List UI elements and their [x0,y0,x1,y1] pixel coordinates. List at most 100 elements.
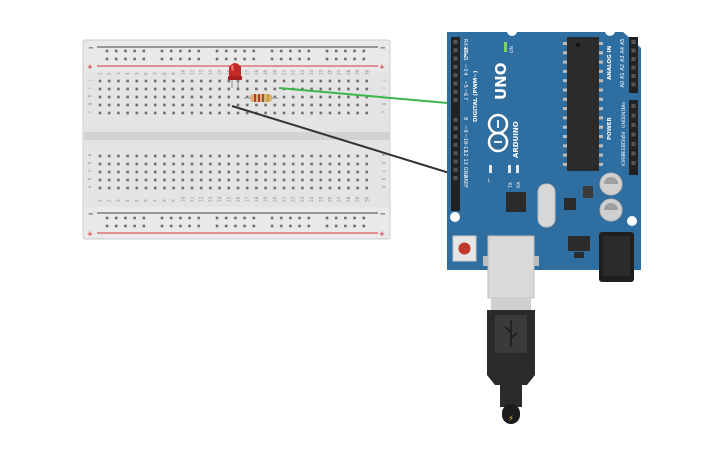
power-pin[interactable] [631,132,636,137]
rail-hole[interactable] [252,49,256,53]
digital-pin[interactable] [453,159,458,164]
breadboard-hole[interactable] [107,87,111,91]
breadboard-hole[interactable] [227,178,231,182]
breadboard-hole[interactable] [282,178,286,182]
breadboard-hole[interactable] [126,87,129,91]
rail-hole[interactable] [279,224,283,228]
rail-hole[interactable] [325,224,329,228]
breadboard-hole[interactable] [209,103,212,107]
breadboard-hole[interactable] [310,154,313,158]
breadboard-hole[interactable] [209,79,212,83]
breadboard-hole[interactable] [227,111,231,115]
breadboard-hole[interactable] [273,95,277,99]
breadboard-hole[interactable] [144,178,148,182]
breadboard-hole[interactable] [301,87,304,91]
breadboard-hole[interactable] [98,170,102,174]
breadboard-hole[interactable] [291,178,295,182]
digital-header-pins[interactable] [453,40,458,181]
rail-hole[interactable] [334,57,338,61]
breadboard-hole[interactable] [172,79,175,83]
breadboard-hole[interactable] [282,162,286,166]
breadboard-hole[interactable] [337,186,341,190]
digital-header[interactable] [451,37,460,211]
breadboard-hole[interactable] [319,95,323,99]
breadboard-hole[interactable] [181,170,185,174]
breadboard-hole[interactable] [319,170,323,174]
breadboard-hole[interactable] [337,87,341,91]
rail-hole[interactable] [114,57,118,61]
breadboard-hole[interactable] [356,95,359,99]
breadboard-hole[interactable] [190,103,194,107]
breadboard-hole[interactable] [245,178,249,182]
breadboard-hole[interactable] [172,95,175,99]
breadboard-hole[interactable] [144,87,148,91]
rail-hole[interactable] [179,49,182,53]
breadboard-hole[interactable] [255,162,258,166]
breadboard-hole[interactable] [117,87,120,91]
breadboard-hole[interactable] [291,79,295,83]
breadboard-hole[interactable] [126,103,129,107]
breadboard-hole[interactable] [163,186,166,190]
analog-pin[interactable] [631,48,636,53]
breadboard-hole[interactable] [255,170,258,174]
breadboard-hole[interactable] [135,87,139,91]
breadboard-hole[interactable] [301,154,304,158]
breadboard-hole[interactable] [190,95,194,99]
rail-hole[interactable] [160,57,164,61]
breadboard-hole[interactable] [255,79,258,83]
breadboard-hole[interactable] [236,95,240,99]
breadboard-hole[interactable] [245,154,249,158]
breadboard-hole[interactable] [153,162,157,166]
breadboard-hole[interactable] [356,170,359,174]
rail-hole[interactable] [197,216,201,220]
rail-hole[interactable] [105,216,109,220]
breadboard-hole[interactable] [107,154,111,158]
resistor[interactable] [244,94,278,102]
breadboard-hole[interactable] [328,111,332,115]
breadboard-hole[interactable] [190,111,194,115]
breadboard-hole[interactable] [227,162,231,166]
breadboard-hole[interactable] [144,162,148,166]
breadboard-hole[interactable] [163,170,166,174]
digital-pin[interactable] [453,126,458,131]
breadboard-hole[interactable] [365,95,369,99]
digital-pin[interactable] [453,134,458,139]
rail-hole[interactable] [298,224,301,228]
breadboard-holes[interactable] [98,49,369,228]
breadboard-hole[interactable] [264,162,267,166]
breadboard-hole[interactable] [190,87,194,91]
power-pin[interactable] [631,113,636,118]
breadboard-hole[interactable] [337,103,341,107]
breadboard-hole[interactable] [365,103,369,107]
breadboard-hole[interactable] [273,186,277,190]
breadboard-hole[interactable] [199,170,203,174]
breadboard-hole[interactable] [319,87,323,91]
breadboard-hole[interactable] [209,162,212,166]
breadboard-hole[interactable] [347,103,350,107]
breadboard-hole[interactable] [172,87,175,91]
rail-hole[interactable] [362,57,366,61]
breadboard-hole[interactable] [291,111,295,115]
breadboard-hole[interactable] [319,103,323,107]
breadboard-hole[interactable] [264,79,267,83]
rail-hole[interactable] [105,57,109,61]
breadboard-hole[interactable] [282,154,286,158]
rail-hole[interactable] [252,57,256,61]
breadboard-hole[interactable] [181,87,185,91]
breadboard-hole[interactable] [218,162,221,166]
rail-hole[interactable] [114,224,118,228]
breadboard-hole[interactable] [255,186,258,190]
breadboard-hole[interactable] [163,79,166,83]
breadboard-hole[interactable] [190,154,194,158]
breadboard-hole[interactable] [126,170,129,174]
breadboard-hole[interactable] [126,162,129,166]
breadboard-hole[interactable] [301,103,304,107]
rail-hole[interactable] [252,224,256,228]
rail-hole[interactable] [353,57,356,61]
rail-hole[interactable] [289,57,292,61]
rail-hole[interactable] [169,57,173,61]
breadboard-hole[interactable] [107,178,111,182]
breadboard-hole[interactable] [347,95,350,99]
rail-hole[interactable] [169,49,173,53]
rail-hole[interactable] [362,216,366,220]
